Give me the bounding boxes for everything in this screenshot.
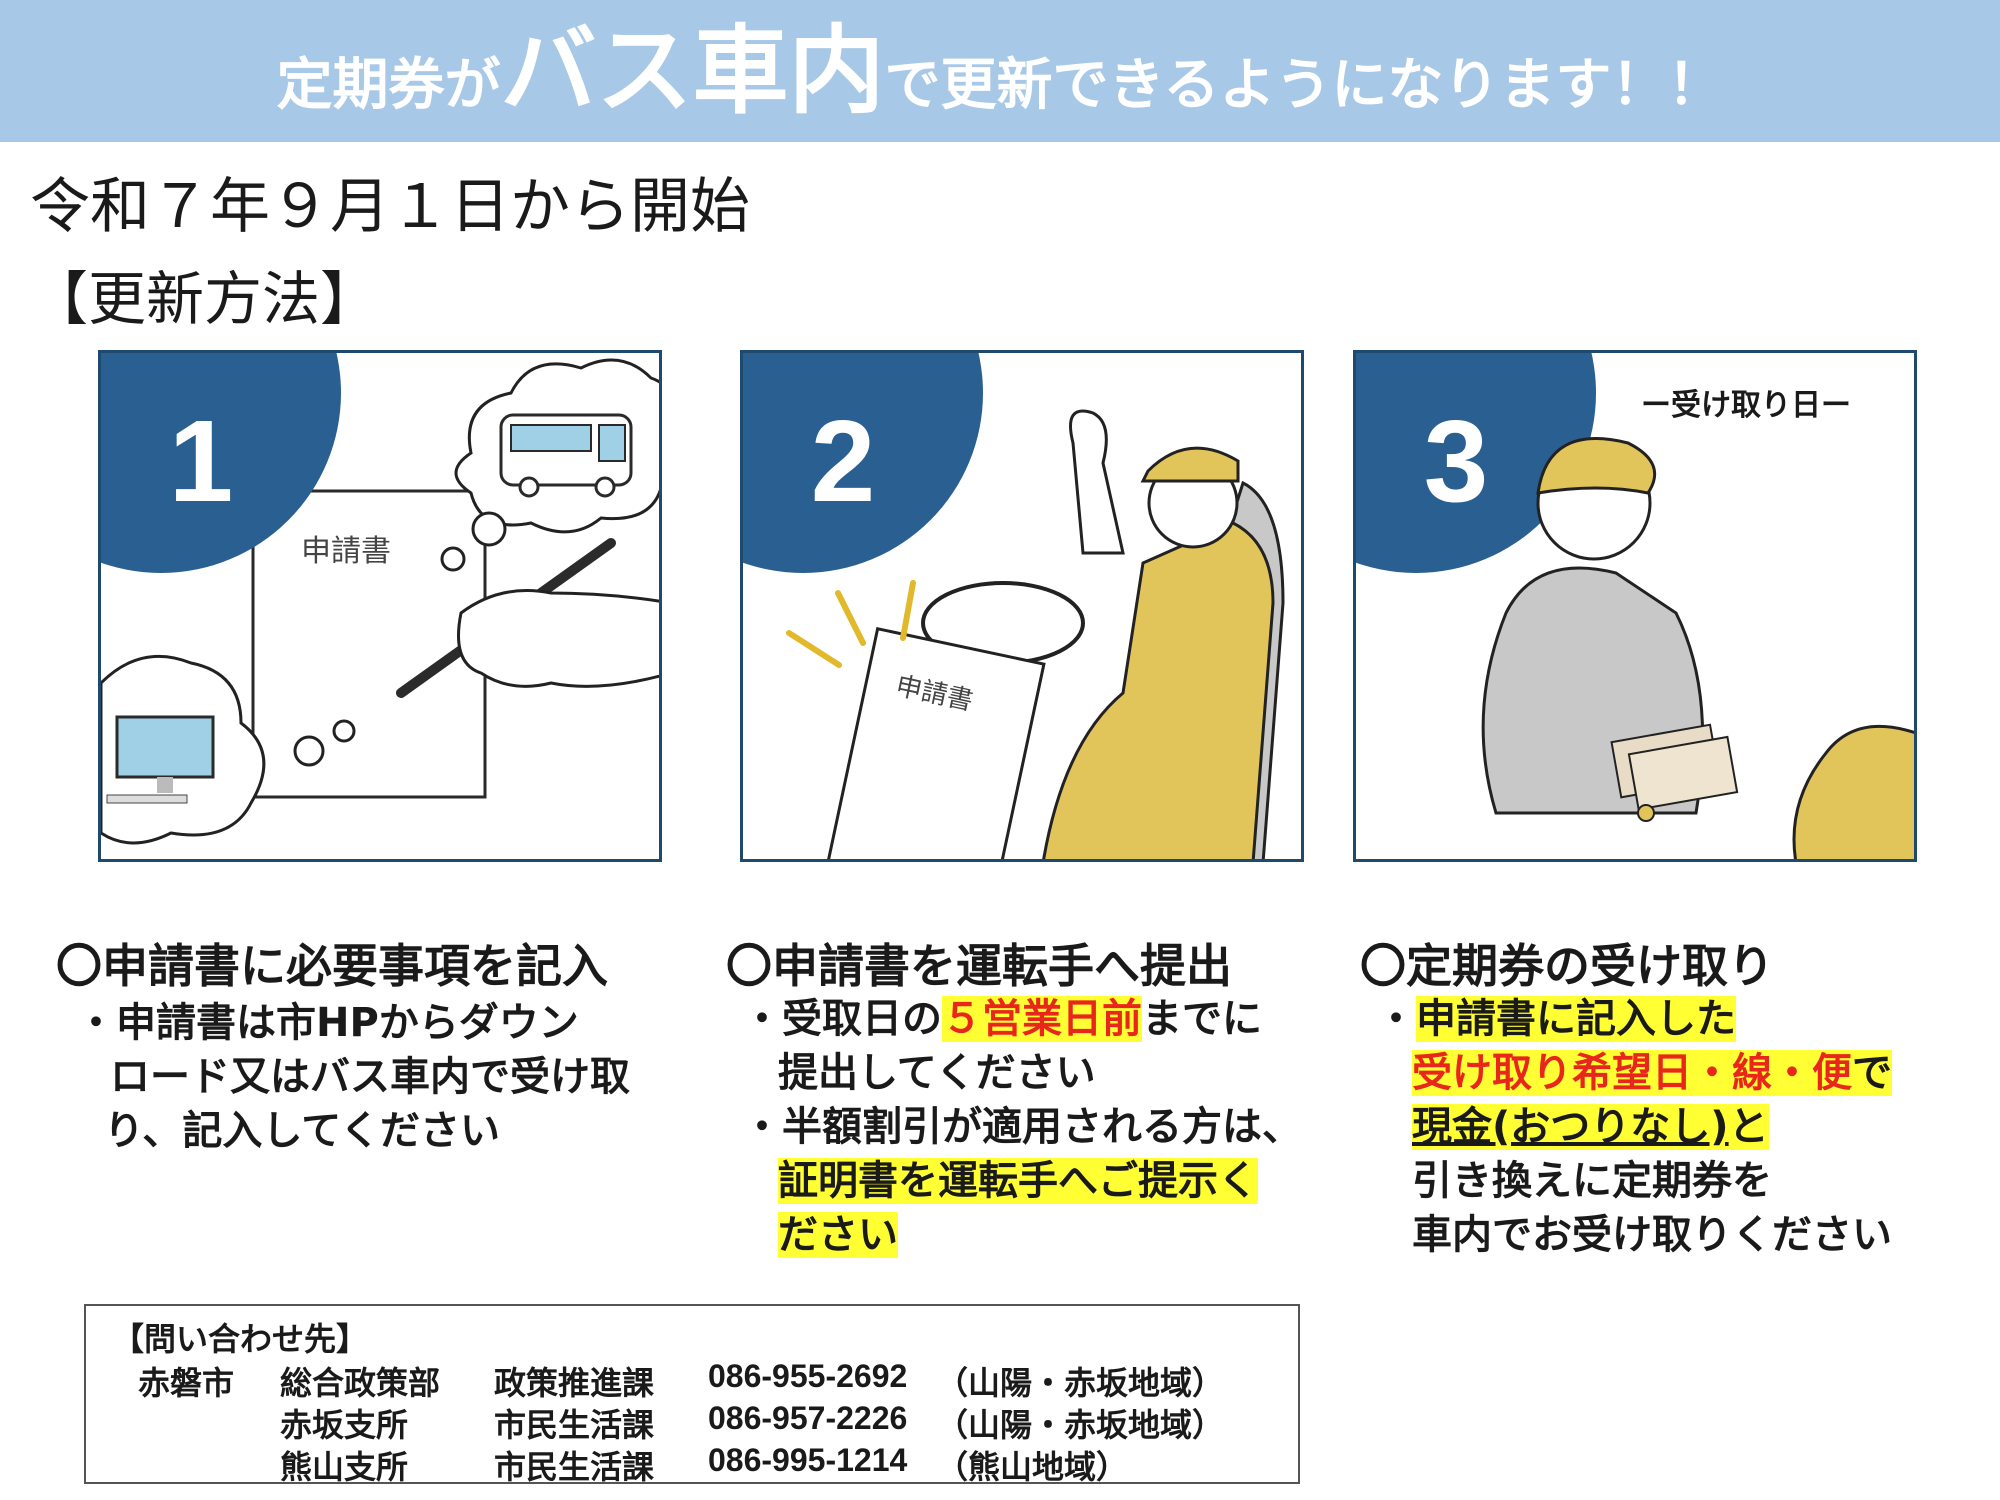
contact-phone[interactable]: 086-957-2226 xyxy=(708,1400,908,1436)
step-3-line-4: 引き換えに定期券を xyxy=(1412,1158,1772,1204)
number-badge xyxy=(743,353,983,573)
step-2-line-5: ださい xyxy=(778,1212,898,1258)
bus-icon xyxy=(454,358,659,534)
step-2-line-1-prefix: ・受取日の xyxy=(742,996,942,1042)
contact-office: 総合政策部 xyxy=(280,1364,441,1402)
step-3-line-2-suffix: で xyxy=(1852,1050,1892,1096)
step-2-title: 〇申請書を運転手へ提出 xyxy=(726,939,1232,993)
form-label: 申請書 xyxy=(301,534,391,569)
step-2-line-3: ・半額割引が適用される方は、 xyxy=(742,1104,1302,1150)
step-2-deadline: ５営業日前 xyxy=(942,996,1142,1042)
contact-office: 赤坂支所 xyxy=(280,1406,409,1444)
step-3-illustration: 3 ー受け取り日ー xyxy=(1353,350,1917,862)
banner-title: 定期券がバス車内で更新できるようになります！！ xyxy=(0,6,2000,164)
step-number: 1 xyxy=(169,396,234,526)
step-2-illustration: 2 申請書 xyxy=(740,350,1304,862)
computer-icon xyxy=(101,654,266,845)
contact-area: （山陽・赤坂地域） xyxy=(936,1406,1225,1444)
method-heading: 【更新方法】 xyxy=(30,265,379,333)
step-1-title: 〇申請書に必要事項を記入 xyxy=(56,939,608,993)
step-1-illustration: 1 申請書 xyxy=(98,350,662,862)
start-date: 令和７年９月１日から開始 xyxy=(30,172,750,242)
receive-date-caption: ー受け取り日ー xyxy=(1641,388,1851,423)
banner-title-emphasis: バス車内 xyxy=(500,15,885,127)
banner-title-part2: で更新できるようになります！！ xyxy=(884,53,1724,118)
contact-phone[interactable]: 086-995-1214 xyxy=(708,1442,908,1478)
pen-hand-icon xyxy=(396,538,659,698)
banner-title-part1: 定期券が xyxy=(276,53,501,118)
contact-department: 市民生活課 xyxy=(494,1406,655,1444)
step-1-line-3: り、記入してください xyxy=(104,1108,500,1154)
driver-icon xyxy=(1042,409,1275,859)
step-2-line-4: 証明書を運転手へご提示く xyxy=(778,1158,1258,1204)
contact-office: 熊山支所 xyxy=(280,1448,409,1486)
step-2-line-1-suffix: までに xyxy=(1142,996,1262,1042)
number-badge xyxy=(101,353,341,573)
banknotes-icon xyxy=(1610,723,1739,811)
step-3-cash: 現金(おつりなし) xyxy=(1412,1104,1729,1150)
step-1-line-2: ロード又はバス車内で受け取 xyxy=(110,1054,630,1100)
step-3-line-1-prefix: ・ xyxy=(1376,996,1416,1042)
step-3-title: 〇定期券の受け取り xyxy=(1360,939,1774,993)
step-3-desired-info: 受け取り希望日・線・便 xyxy=(1412,1050,1852,1096)
contact-department: 市民生活課 xyxy=(494,1448,655,1486)
step-3-line-2: 受け取り希望日・線・便で xyxy=(1412,1046,1892,1100)
contact-area: （山陽・赤坂地域） xyxy=(936,1364,1225,1402)
contact-heading: 【問い合わせ先】 xyxy=(112,1320,369,1358)
step-3-line-1-text: 申請書に記入した xyxy=(1416,996,1736,1042)
step-1-line-1: ・申請書は市HPからダウン xyxy=(76,1000,579,1046)
contact-city: 赤磐市 xyxy=(138,1364,235,1402)
step-number: 3 xyxy=(1424,396,1489,526)
step-number: 2 xyxy=(811,396,876,526)
contact-area: （熊山地域） xyxy=(936,1448,1129,1486)
step-3-line-3-suffix: と xyxy=(1728,1104,1769,1150)
step-3-line-3: 現金(おつりなし)と xyxy=(1412,1100,1769,1154)
step-2-line-1: ・受取日の５営業日前までに xyxy=(742,992,1262,1046)
contact-phone[interactable]: 086-955-2692 xyxy=(708,1358,908,1394)
step-3-line-1: ・申請書に記入した xyxy=(1376,992,1736,1046)
contact-box: 【問い合わせ先】 赤磐市 総合政策部 政策推進課 086-955-2692 （山… xyxy=(84,1304,1300,1486)
step-3-line-5: 車内でお受け取りください xyxy=(1412,1212,1892,1258)
number-badge xyxy=(1356,353,1596,573)
title-banner: 定期券がバス車内で更新できるようになります！！ xyxy=(0,0,2000,142)
contact-department: 政策推進課 xyxy=(494,1364,655,1402)
step-2-line-2: 提出してください xyxy=(778,1050,1096,1096)
